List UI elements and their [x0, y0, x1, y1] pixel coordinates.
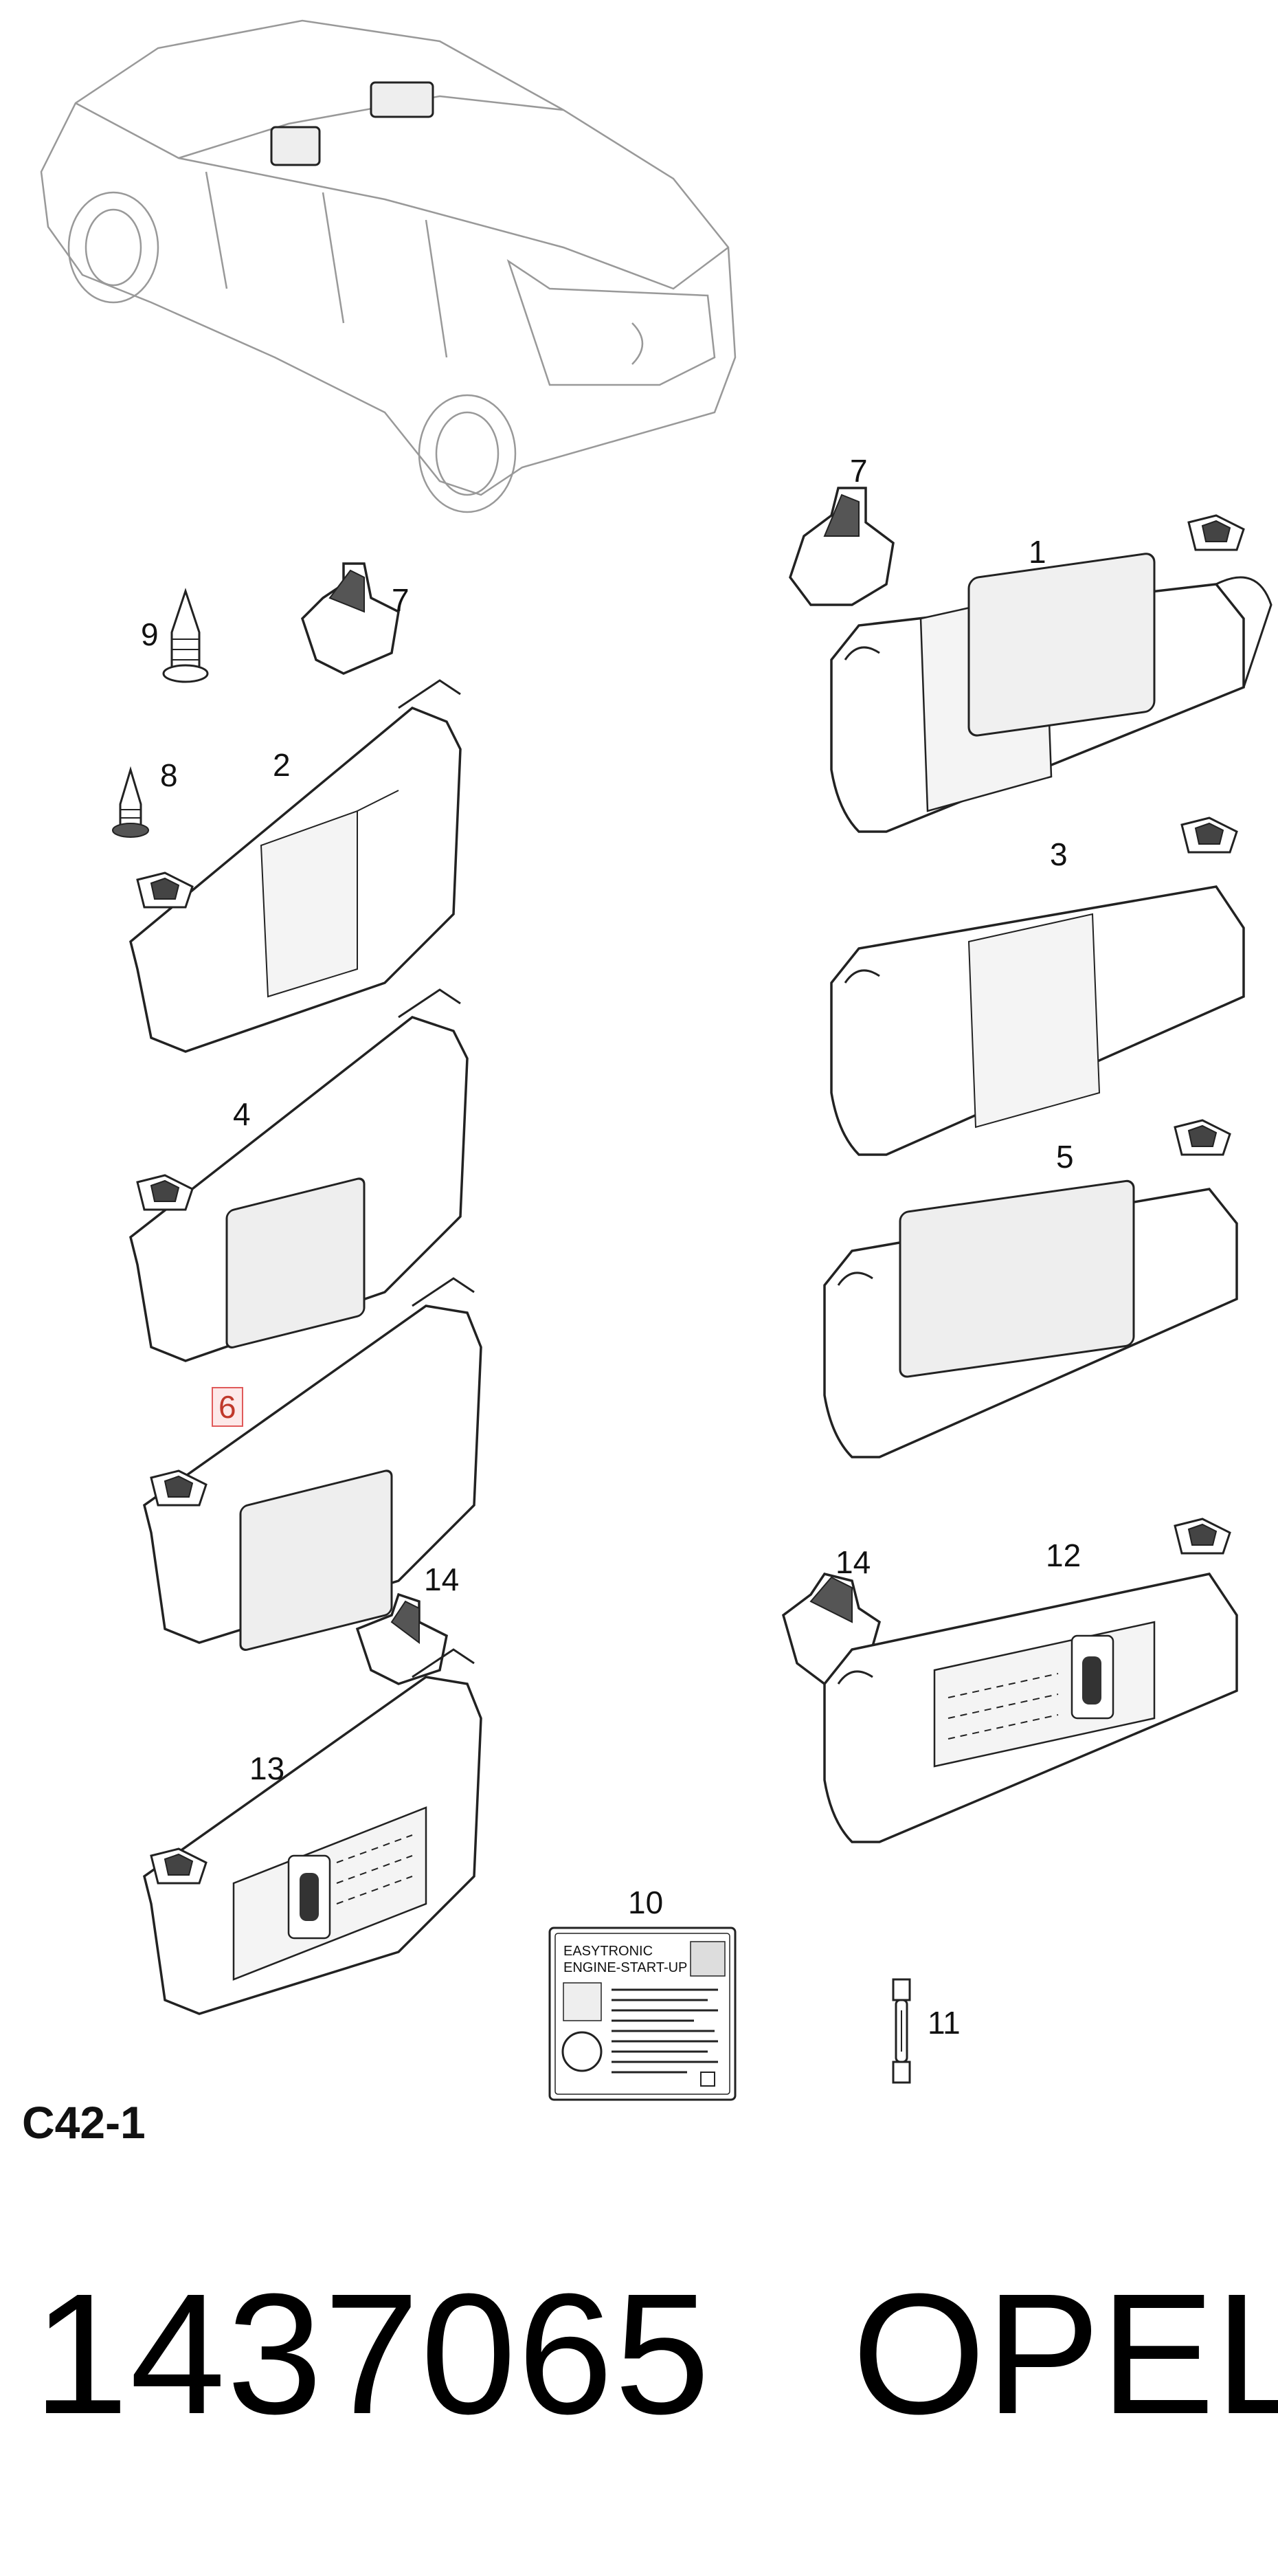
part-9-screw: [162, 588, 209, 683]
part-7-left-bracket: [300, 562, 400, 675]
visor-6: [143, 1277, 482, 1651]
visor-2: [129, 679, 462, 1053]
car-illustration: [40, 19, 737, 513]
label-line2: ENGINE-START-UP: [563, 1960, 687, 1975]
callout-7-left: 7: [392, 582, 410, 618]
callout-7-right: 7: [850, 453, 868, 489]
callout-3: 3: [1050, 836, 1068, 872]
callout-13: 13: [249, 1751, 285, 1786]
part-number: 1437065: [33, 2258, 712, 2450]
callout-10: 10: [628, 1885, 664, 1920]
callout-5: 5: [1056, 1139, 1074, 1175]
callout-1: 1: [1029, 534, 1046, 570]
visor-12: [823, 1518, 1238, 1843]
callout-14-right: 14: [836, 1544, 871, 1580]
section-code: C42-1: [22, 2097, 146, 2148]
visor-1: [830, 514, 1273, 833]
part-10-label: EASYTRONIC ENGINE-START-UP: [548, 1927, 737, 2101]
part-14-left-bracket: [355, 1592, 448, 1685]
callout-14-left: 14: [424, 1562, 460, 1597]
visor-3: [830, 817, 1245, 1156]
callout-6: 6: [212, 1387, 243, 1427]
visor-5: [823, 1119, 1238, 1458]
callout-4: 4: [233, 1096, 251, 1132]
callout-12: 12: [1046, 1537, 1081, 1573]
callout-8: 8: [160, 757, 178, 793]
part-11-bulb: [892, 1978, 911, 2084]
callout-11: 11: [928, 2005, 961, 2041]
visor-13: [143, 1648, 482, 2015]
part-8-screw: [112, 766, 149, 838]
visor-4: [129, 988, 469, 1362]
callout-2: 2: [273, 747, 291, 783]
brand-name: OPEL: [852, 2258, 1278, 2450]
label-line1: EASYTRONIC: [563, 1944, 653, 1959]
callout-9: 9: [141, 617, 159, 652]
car-visor-highlight: [270, 81, 434, 166]
part-7-right-bracket: [789, 487, 895, 606]
